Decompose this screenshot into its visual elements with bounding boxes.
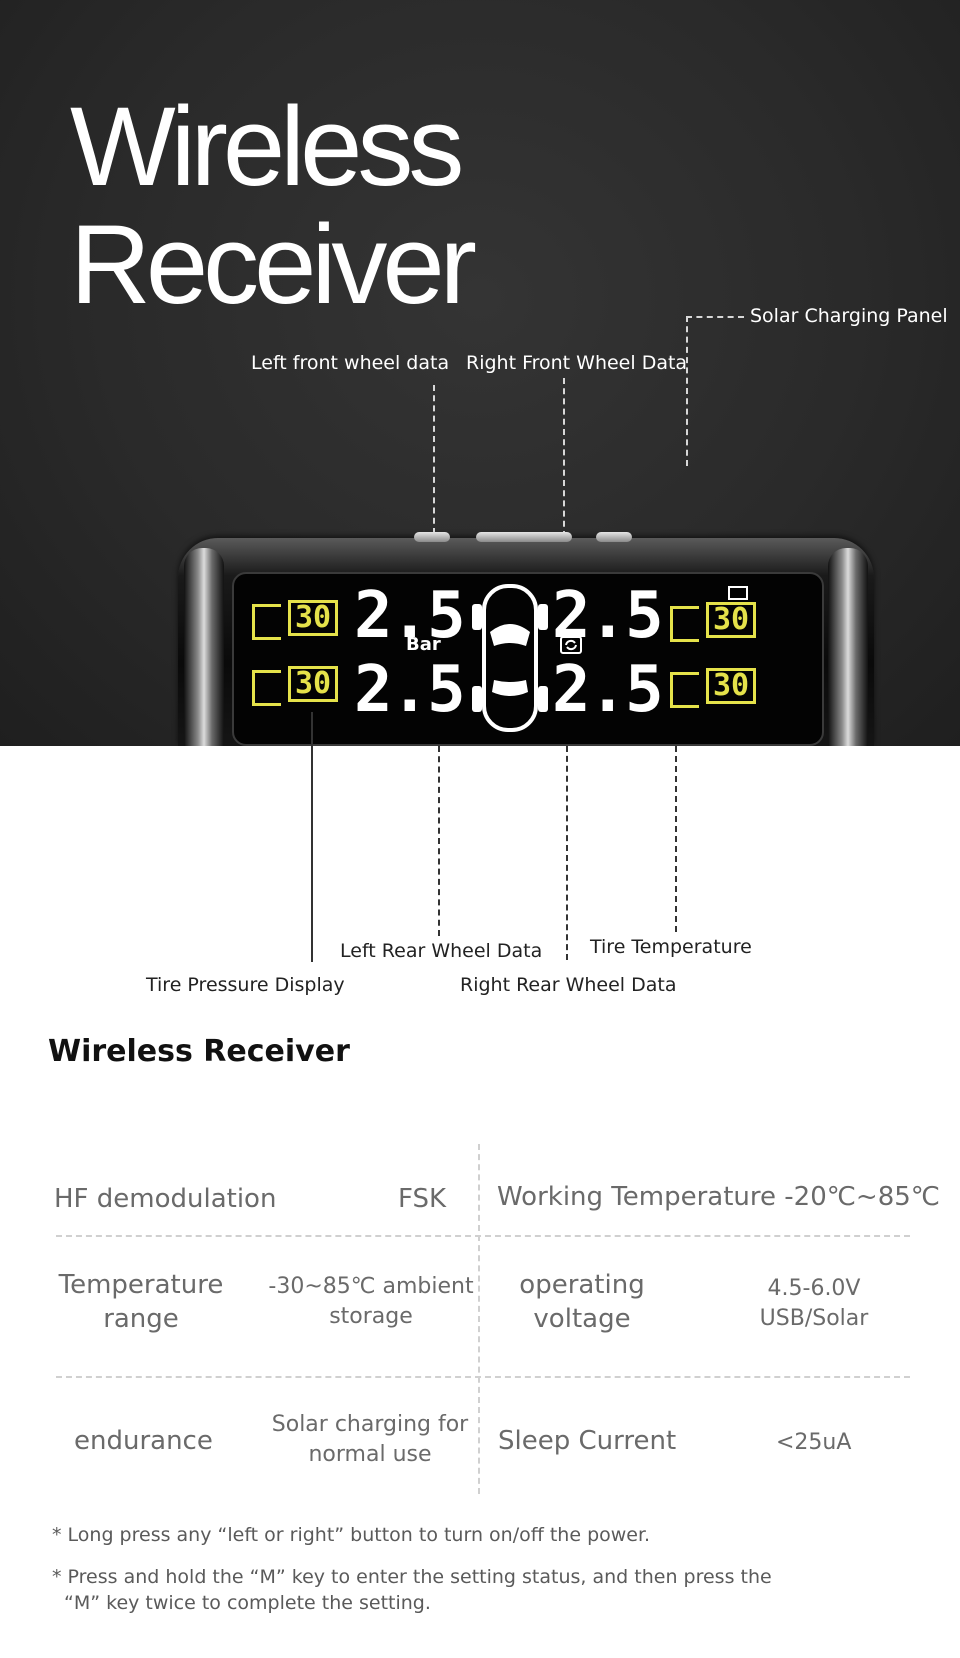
spec-section-title: Wireless Receiver (48, 1034, 350, 1069)
spec-label-temperature-range-line2: range (103, 1304, 179, 1334)
spec-value-endurance-line2: normal use (308, 1442, 432, 1467)
right-front-leader (563, 378, 565, 588)
temp-box-rear-right: 30 (670, 668, 758, 708)
temp-front-left: 30 (288, 600, 339, 636)
spec-value-operating-voltage-line2: USB/Solar (759, 1306, 869, 1331)
tire-bracket-icon (670, 672, 699, 708)
wireless-receiver-device: 30 30 30 30 2.5 2.5 2.5 2.5 Bar (178, 532, 874, 746)
pressure-unit: Bar (406, 634, 441, 655)
spec-label-hf-demodulation: HF demodulation (54, 1184, 277, 1214)
temp-box-rear-left: 30 (252, 666, 340, 706)
callout-right-rear: Right Rear Wheel Data (460, 974, 677, 996)
tire-bracket-icon (252, 604, 281, 640)
callout-tire-temperature: Tire Temperature (590, 936, 752, 958)
device-button-right[interactable] (596, 532, 632, 542)
callout-tire-pressure: Tire Pressure Display (146, 974, 345, 996)
callout-left-front: Left front wheel data (251, 352, 450, 374)
spec-label-sleep-current: Sleep Current (498, 1426, 677, 1456)
device-end-cap-right (828, 548, 868, 746)
tire-bracket-icon (670, 606, 699, 642)
spec-row-divider-1 (56, 1235, 910, 1237)
spec-value-temperature-range-line2: storage (329, 1304, 413, 1329)
solar-panel-leader-h (686, 316, 744, 318)
spec-label-operating-voltage: operating voltage (508, 1268, 656, 1336)
spec-value-fsk: FSK (398, 1184, 447, 1214)
car-icon (472, 584, 548, 732)
solar-panel-leader-v (686, 316, 688, 466)
note-power: * Long press any “left or right” button … (52, 1524, 651, 1546)
temp-box-front-left: 30 (252, 600, 340, 640)
pressure-front-left: 2.5 (354, 579, 466, 653)
hero-section: Wireless Receiver Solar Charging Panel L… (0, 0, 960, 746)
callout-solar-panel: Solar Charging Panel (750, 305, 948, 327)
spec-label-temperature-range: Temperature range (54, 1268, 228, 1336)
battery-icon (728, 586, 748, 600)
note-setting-line2: “M” key twice to complete the setting. (64, 1592, 431, 1614)
device-button-m[interactable] (476, 532, 572, 542)
spec-value-temperature-range-line1: -30~85℃ ambient (268, 1274, 474, 1299)
right-rear-leader (566, 746, 568, 960)
temp-front-right: 30 (706, 602, 757, 638)
callout-right-front: Right Front Wheel Data (466, 352, 688, 374)
hero-title-line1: Wireless (70, 84, 464, 209)
tire-bracket-icon (252, 670, 281, 706)
lcd-screen: 30 30 30 30 2.5 2.5 2.5 2.5 Bar (232, 572, 824, 746)
device-button-left[interactable] (414, 532, 450, 542)
tire-pressure-leader (311, 712, 313, 962)
left-rear-leader (438, 746, 440, 936)
pressure-rear-right: 2.5 (552, 653, 664, 727)
spec-label-operating-voltage-line2: voltage (533, 1304, 631, 1334)
hero-title: Wireless Receiver (70, 84, 477, 327)
temp-rear-left: 30 (288, 666, 339, 702)
spec-value-operating-voltage: 4.5-6.0V USB/Solar (742, 1274, 886, 1334)
spec-column-divider (478, 1144, 480, 1494)
spec-label-working-temperature: Working Temperature -20℃~85℃ (497, 1182, 941, 1212)
spec-label-temperature-range-line1: Temperature (58, 1270, 224, 1300)
sync-icon (560, 636, 582, 654)
temp-rear-right: 30 (706, 668, 757, 704)
temp-box-front-right: 30 (670, 602, 758, 642)
left-front-leader (433, 385, 435, 585)
spec-label-endurance: endurance (74, 1426, 213, 1456)
device-end-cap-left (184, 548, 224, 746)
spec-value-operating-voltage-line1: 4.5-6.0V (767, 1276, 861, 1301)
tire-temperature-leader (675, 746, 677, 932)
spec-label-operating-voltage-line1: operating (519, 1270, 645, 1300)
hero-title-line2: Receiver (70, 202, 477, 327)
spec-value-sleep-current: <25uA (776, 1430, 852, 1455)
pressure-rear-left: 2.5 (354, 653, 466, 727)
spec-value-temperature-range: -30~85℃ ambient storage (266, 1272, 476, 1332)
spec-value-endurance: Solar charging for normal use (262, 1410, 478, 1470)
callout-left-rear: Left Rear Wheel Data (340, 940, 543, 962)
spec-value-endurance-line1: Solar charging for (271, 1412, 469, 1437)
note-setting-line1: * Press and hold the “M” key to enter th… (52, 1566, 772, 1588)
spec-row-divider-2 (56, 1376, 910, 1378)
